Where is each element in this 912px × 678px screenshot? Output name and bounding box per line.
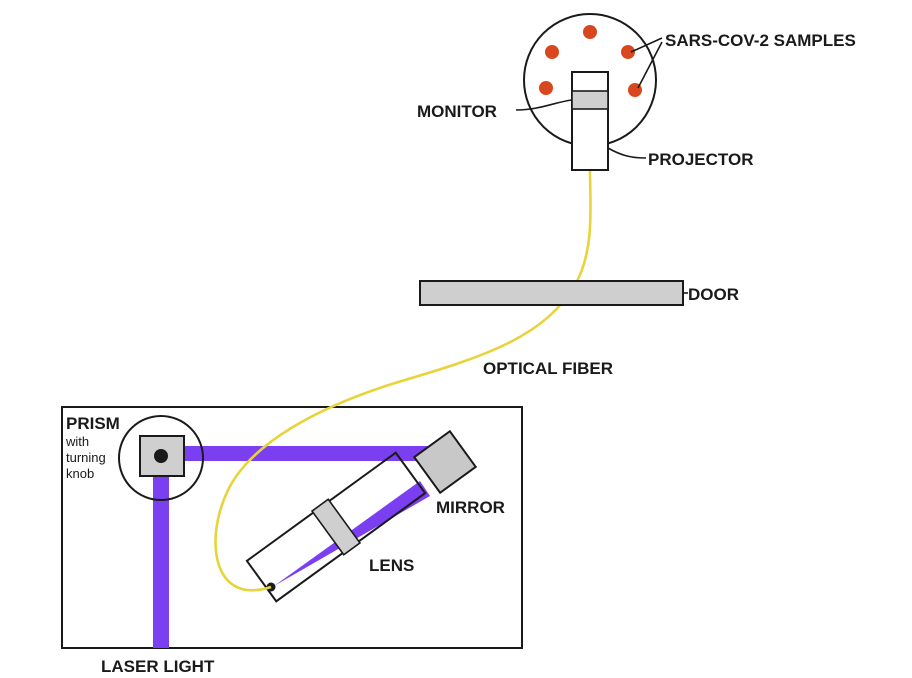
sample-dot [539,81,553,95]
lens-tube [245,451,427,603]
laser-beam-horizontal [182,446,430,461]
label-prism: PRISM [66,414,120,433]
laser-beam-vertical [153,470,169,648]
projector-assembly [571,71,609,171]
turning-knob-icon [154,449,168,463]
sample-dot [545,45,559,59]
leader-samples-1 [630,37,663,53]
sample-dots [539,25,642,97]
door [419,280,684,306]
label-monitor: MONITOR [417,102,497,121]
leader-lines [515,37,688,294]
leader-samples-2 [637,41,663,89]
label-laser-light: LASER LIGHT [101,657,215,676]
leader-monitor [515,99,573,111]
label-projector: PROJECTOR [648,150,754,169]
laser-beams [153,446,430,648]
lab-enclosure [61,406,523,649]
label-mirror: MIRROR [436,498,505,517]
label-samples: SARS-COV-2 SAMPLES [665,31,856,50]
projector-body [571,71,609,171]
sample-dot [583,25,597,39]
label-door: DOOR [688,285,739,304]
label-optical-fiber: OPTICAL FIBER [483,359,613,378]
sample-dot [621,45,635,59]
optical-fiber [214,169,592,592]
label-prism-note-3: knob [66,466,94,481]
leader-projector [607,147,647,159]
mirror [412,429,478,495]
label-lens: LENS [369,556,414,575]
label-prism-note-1: with [65,434,89,449]
prism-ring [118,415,204,501]
prism [118,415,204,501]
lens-element [310,498,362,556]
label-prism-note-2: turning [66,450,106,465]
mirror-block [412,429,478,495]
monitor-band [571,90,609,110]
